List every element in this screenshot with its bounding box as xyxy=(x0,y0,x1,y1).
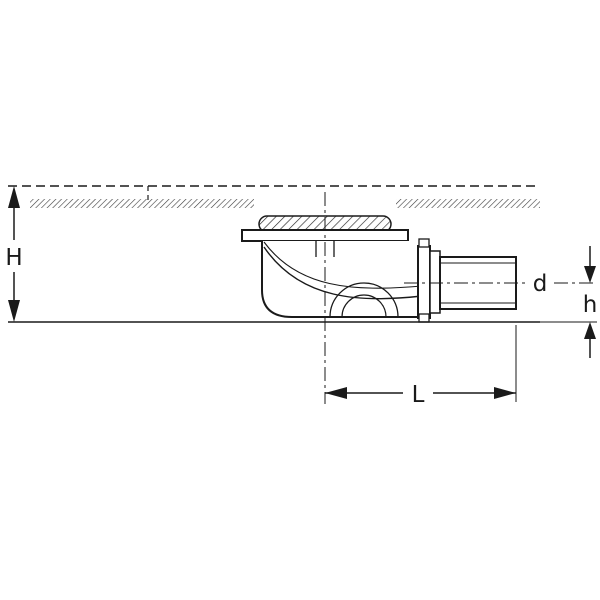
dim-H-arrow-down xyxy=(8,300,20,322)
trap-arc-inner xyxy=(341,294,387,318)
clamp-screw-top xyxy=(418,238,430,248)
dim-label-H: H xyxy=(5,245,22,271)
clamp-screw-bottom xyxy=(418,313,430,323)
trap-arc-outer xyxy=(329,282,399,318)
dim-h-arrow-up xyxy=(584,322,596,339)
dim-d-label-bg xyxy=(527,267,554,297)
dim-label-L: L xyxy=(412,382,425,408)
clamp-collar-inner xyxy=(429,250,441,314)
clamp-collar-outer xyxy=(417,245,431,319)
dim-H-label-bg xyxy=(1,240,28,272)
dim-label-d: d xyxy=(533,271,548,297)
trap-inner-curve-lower xyxy=(263,246,423,300)
screed-hatch-right xyxy=(396,199,540,208)
dim-label-h: h xyxy=(583,292,598,318)
screed-hatch-left xyxy=(30,199,254,208)
dim-L-arrow-right xyxy=(494,387,516,399)
trap-body xyxy=(261,241,425,318)
trap-inner-curve-upper xyxy=(263,241,423,289)
outlet-pipe xyxy=(439,256,517,310)
dim-L-arrow-left xyxy=(325,387,347,399)
dim-L-label-bg xyxy=(403,377,433,408)
dim-h-arrow-down xyxy=(584,266,596,283)
dim-H-arrow-up xyxy=(8,186,20,208)
